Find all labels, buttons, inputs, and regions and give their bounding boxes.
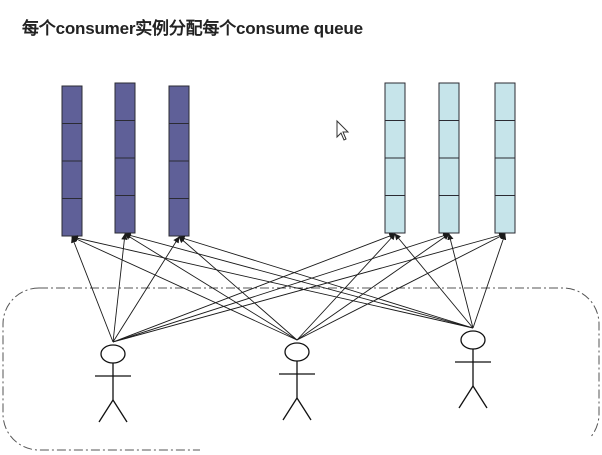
queue-slot (438, 157, 460, 196)
consumer-head (460, 330, 486, 350)
consumer-leg-right (112, 399, 128, 423)
queue-slot (494, 157, 516, 196)
queue-slot (384, 157, 406, 196)
arrow-consumer-2-to-queue-4 (296, 233, 396, 341)
queue-columns (61, 82, 516, 237)
consumer-group-boundary (2, 287, 600, 451)
arrow-consumer-1-to-queue-3 (112, 236, 180, 343)
consumer-leg-left (282, 397, 298, 421)
arrow-consumer-1-to-queue-1 (71, 236, 114, 343)
queue-slot (494, 82, 516, 121)
queue-slot (438, 82, 460, 121)
consumer-leg-right (472, 385, 488, 409)
arrow-consumer-2-to-queue-5 (296, 233, 450, 341)
arrow-consumer-3-to-queue-5 (447, 233, 474, 329)
right-queues-queue-2 (438, 82, 460, 234)
queue-slot (438, 120, 460, 159)
arrow-consumer-2-to-queue-6 (296, 233, 506, 341)
arrow-consumer-1-to-queue-5 (112, 232, 450, 343)
queue-slot (114, 195, 136, 234)
arrow-consumer-1-to-queue-6 (112, 232, 506, 343)
consumer-1 (95, 344, 131, 423)
consumer-leg-left (458, 385, 474, 409)
queue-slot (61, 123, 83, 162)
queue-slot (384, 120, 406, 159)
arrow-consumer-3-to-queue-3 (178, 235, 474, 329)
queue-slot (168, 160, 190, 199)
queue-slot (168, 85, 190, 124)
queue-slot (168, 198, 190, 237)
left-queues-queue-3 (168, 85, 190, 237)
queue-slot (114, 157, 136, 196)
cursor-icon (336, 119, 350, 141)
arrow-consumer-1-to-queue-4 (112, 233, 396, 343)
consumer-figures (95, 330, 491, 423)
diagram-title: 每个consumer实例分配每个consume queue (22, 19, 363, 38)
queue-slot (114, 82, 136, 121)
arrow-consumer-2-to-queue-1 (71, 236, 298, 341)
consumer-head (284, 342, 310, 362)
right-queues-queue-1 (384, 82, 406, 234)
left-queues-queue-1 (61, 85, 83, 237)
arrow-consumer-3-to-queue-2 (124, 232, 474, 329)
consumer-2 (279, 342, 315, 421)
right-queues-queue-3 (494, 82, 516, 234)
queue-slot (61, 198, 83, 237)
queue-slot (114, 120, 136, 159)
consumer-leg-left (98, 399, 114, 423)
arrow-consumer-3-to-queue-1 (71, 235, 474, 329)
consumer-3 (455, 330, 491, 409)
queue-slot (384, 195, 406, 234)
queue-slot (438, 195, 460, 234)
queue-slot (384, 82, 406, 121)
arrow-consumer-3-to-queue-4 (394, 233, 474, 329)
consumer-leg-right (296, 397, 312, 421)
queue-slot (494, 120, 516, 159)
arrow-consumer-2-to-queue-2 (124, 233, 298, 341)
arrow-consumer-3-to-queue-6 (472, 233, 507, 329)
queue-slot (61, 85, 83, 124)
connection-arrows (71, 232, 507, 343)
queue-slot (494, 195, 516, 234)
consumer-head (100, 344, 126, 364)
arrow-consumer-1-to-queue-2 (112, 233, 128, 343)
queue-slot (168, 123, 190, 162)
queue-slot (61, 160, 83, 199)
left-queues-queue-2 (114, 82, 136, 234)
